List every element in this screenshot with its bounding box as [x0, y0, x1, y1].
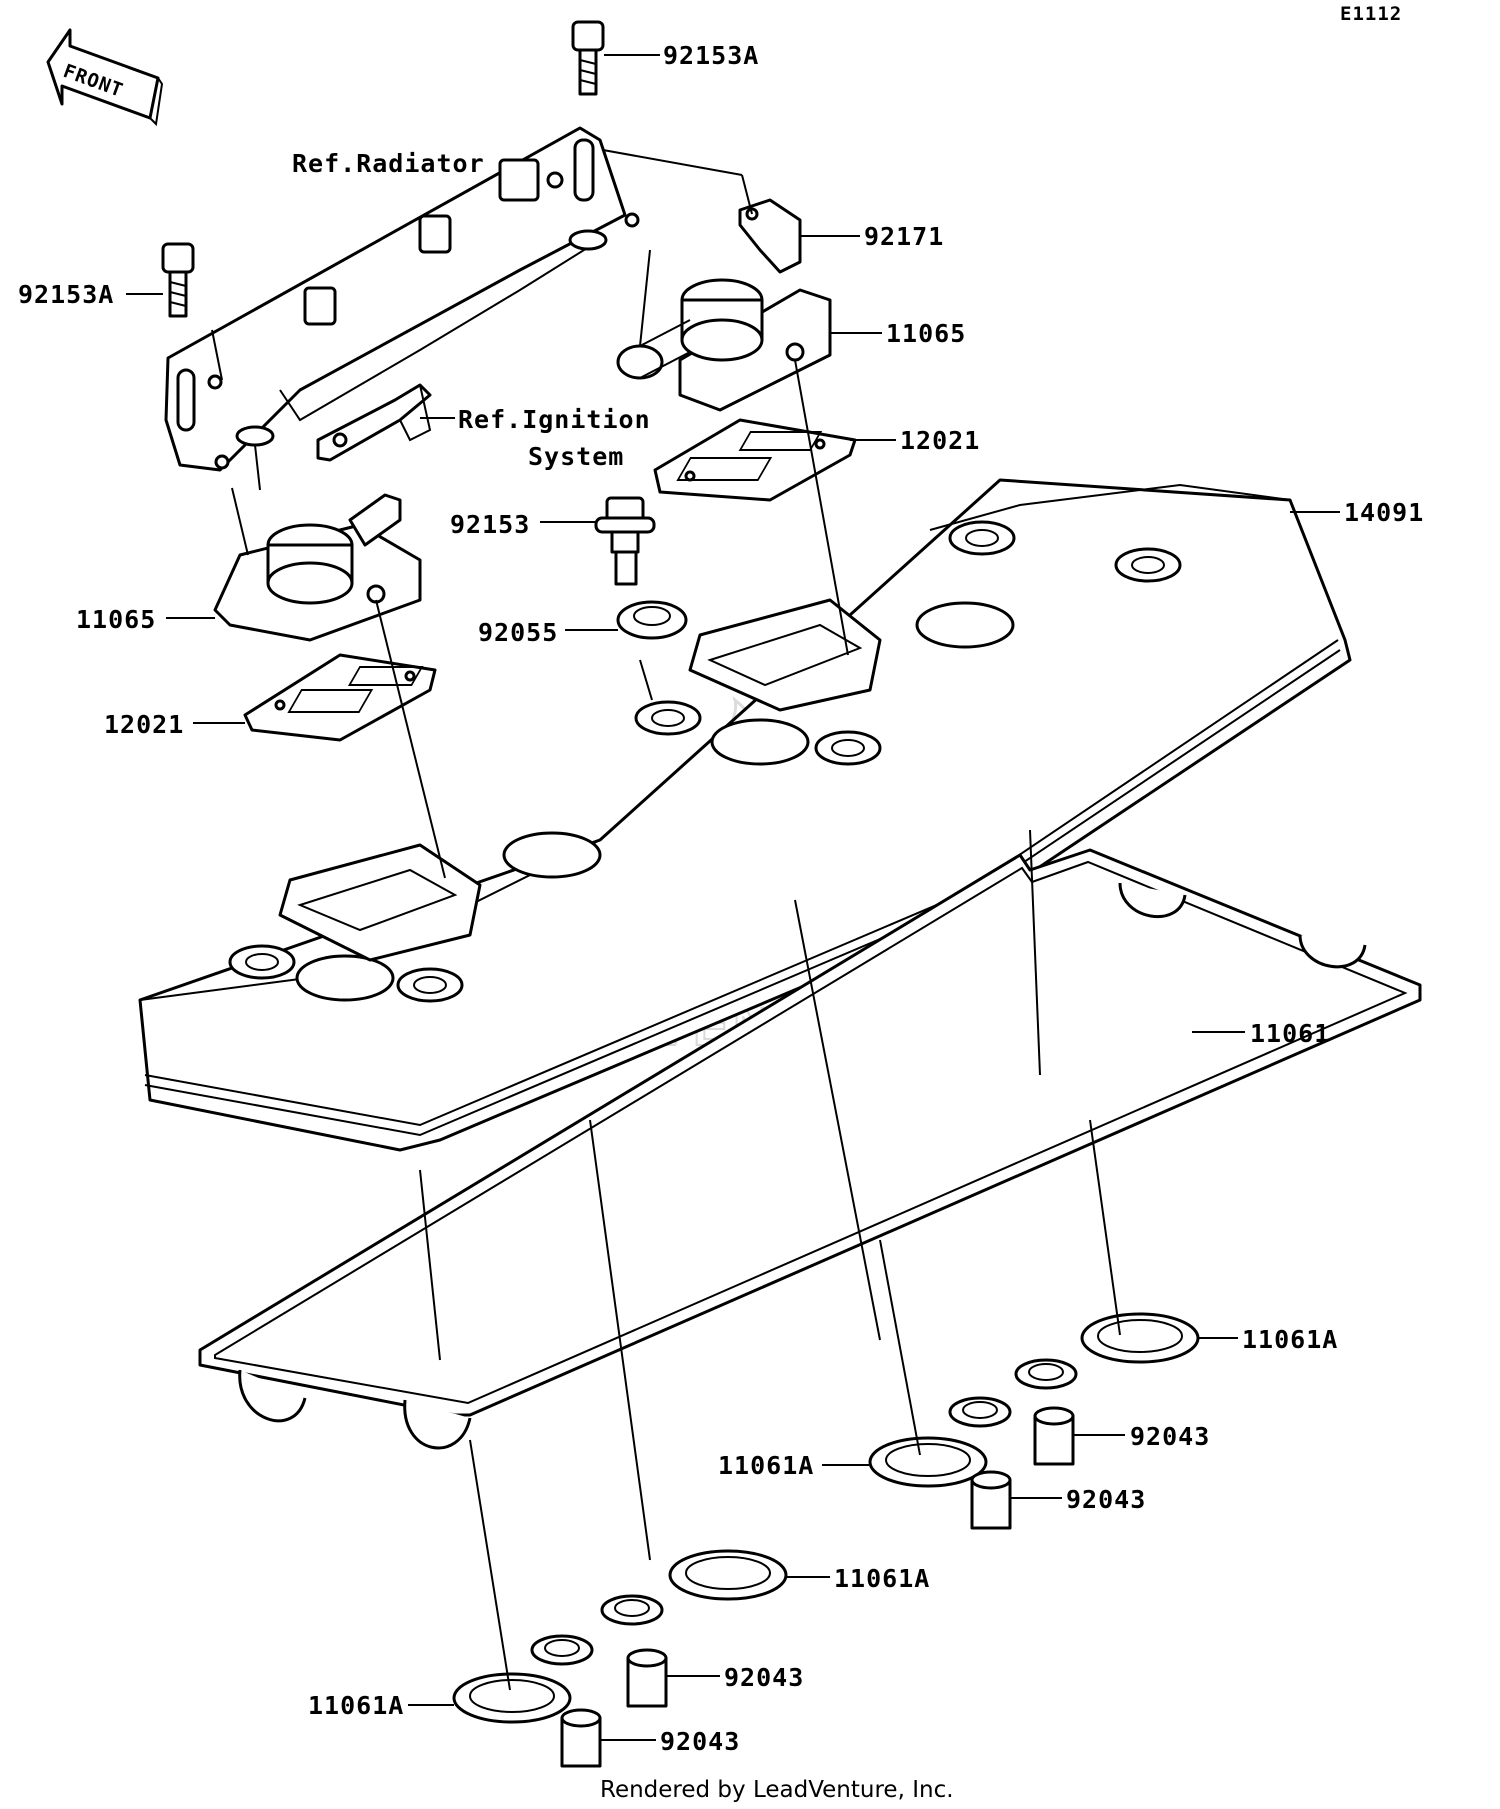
label-11061: 11061 [1250, 1019, 1330, 1048]
label-11061A-2: 11061A [718, 1451, 814, 1480]
ignition-bracket [316, 383, 432, 462]
bolt-92153A-left [161, 242, 195, 318]
label-92153A-left: 92153A [18, 280, 114, 309]
label-ref-radiator: Ref.Radiator [292, 149, 485, 178]
label-11065-left: 11065 [76, 605, 156, 634]
label-92043-4: 92043 [660, 1727, 740, 1756]
washer-92055 [616, 600, 688, 640]
label-12021-left: 12021 [104, 710, 184, 739]
label-11061A-3: 11061A [834, 1564, 930, 1593]
label-92153A-top: 92153A [663, 41, 759, 70]
plate-12021-left [243, 653, 437, 742]
label-14091: 14091 [1344, 498, 1424, 527]
label-92153: 92153 [450, 510, 530, 539]
seal-set-lower-left [452, 1549, 788, 1768]
plate-12021-right [653, 418, 857, 502]
label-ref-ignition-2: System [528, 442, 624, 471]
part-labels: 92153A 92153A 92171 11065 12021 14091 92… [18, 41, 1424, 1756]
gasket-11061 [198, 848, 1422, 1450]
footer-credit: Rendered by LeadVenture, Inc. [600, 1777, 954, 1803]
diagram-code: E1112 [1340, 3, 1402, 25]
front-arrow: FRONT [46, 28, 164, 127]
label-92043-2: 92043 [1066, 1485, 1146, 1514]
label-92171: 92171 [864, 222, 944, 251]
cover-11065-left [213, 493, 422, 642]
radiator-bracket [164, 126, 640, 472]
leader-lines [126, 54, 1340, 1741]
clip-92171 [738, 198, 802, 274]
label-92055: 92055 [478, 618, 558, 647]
label-11061A-1: 11061A [1242, 1325, 1338, 1354]
label-92043-3: 92043 [724, 1663, 804, 1692]
label-92043-1: 92043 [1130, 1422, 1210, 1451]
head-cover-14091 [138, 478, 1352, 1152]
bolt-92153 [594, 496, 656, 586]
bolt-92153A-top [571, 20, 605, 96]
label-ref-ignition-1: Ref.Ignition [458, 405, 651, 434]
label-11061A-4: 11061A [308, 1691, 404, 1720]
label-12021-right: 12021 [900, 426, 980, 455]
cover-11065-right [616, 278, 832, 412]
seal-set-upper-right [868, 1312, 1200, 1530]
label-11065-right: 11065 [886, 319, 966, 348]
